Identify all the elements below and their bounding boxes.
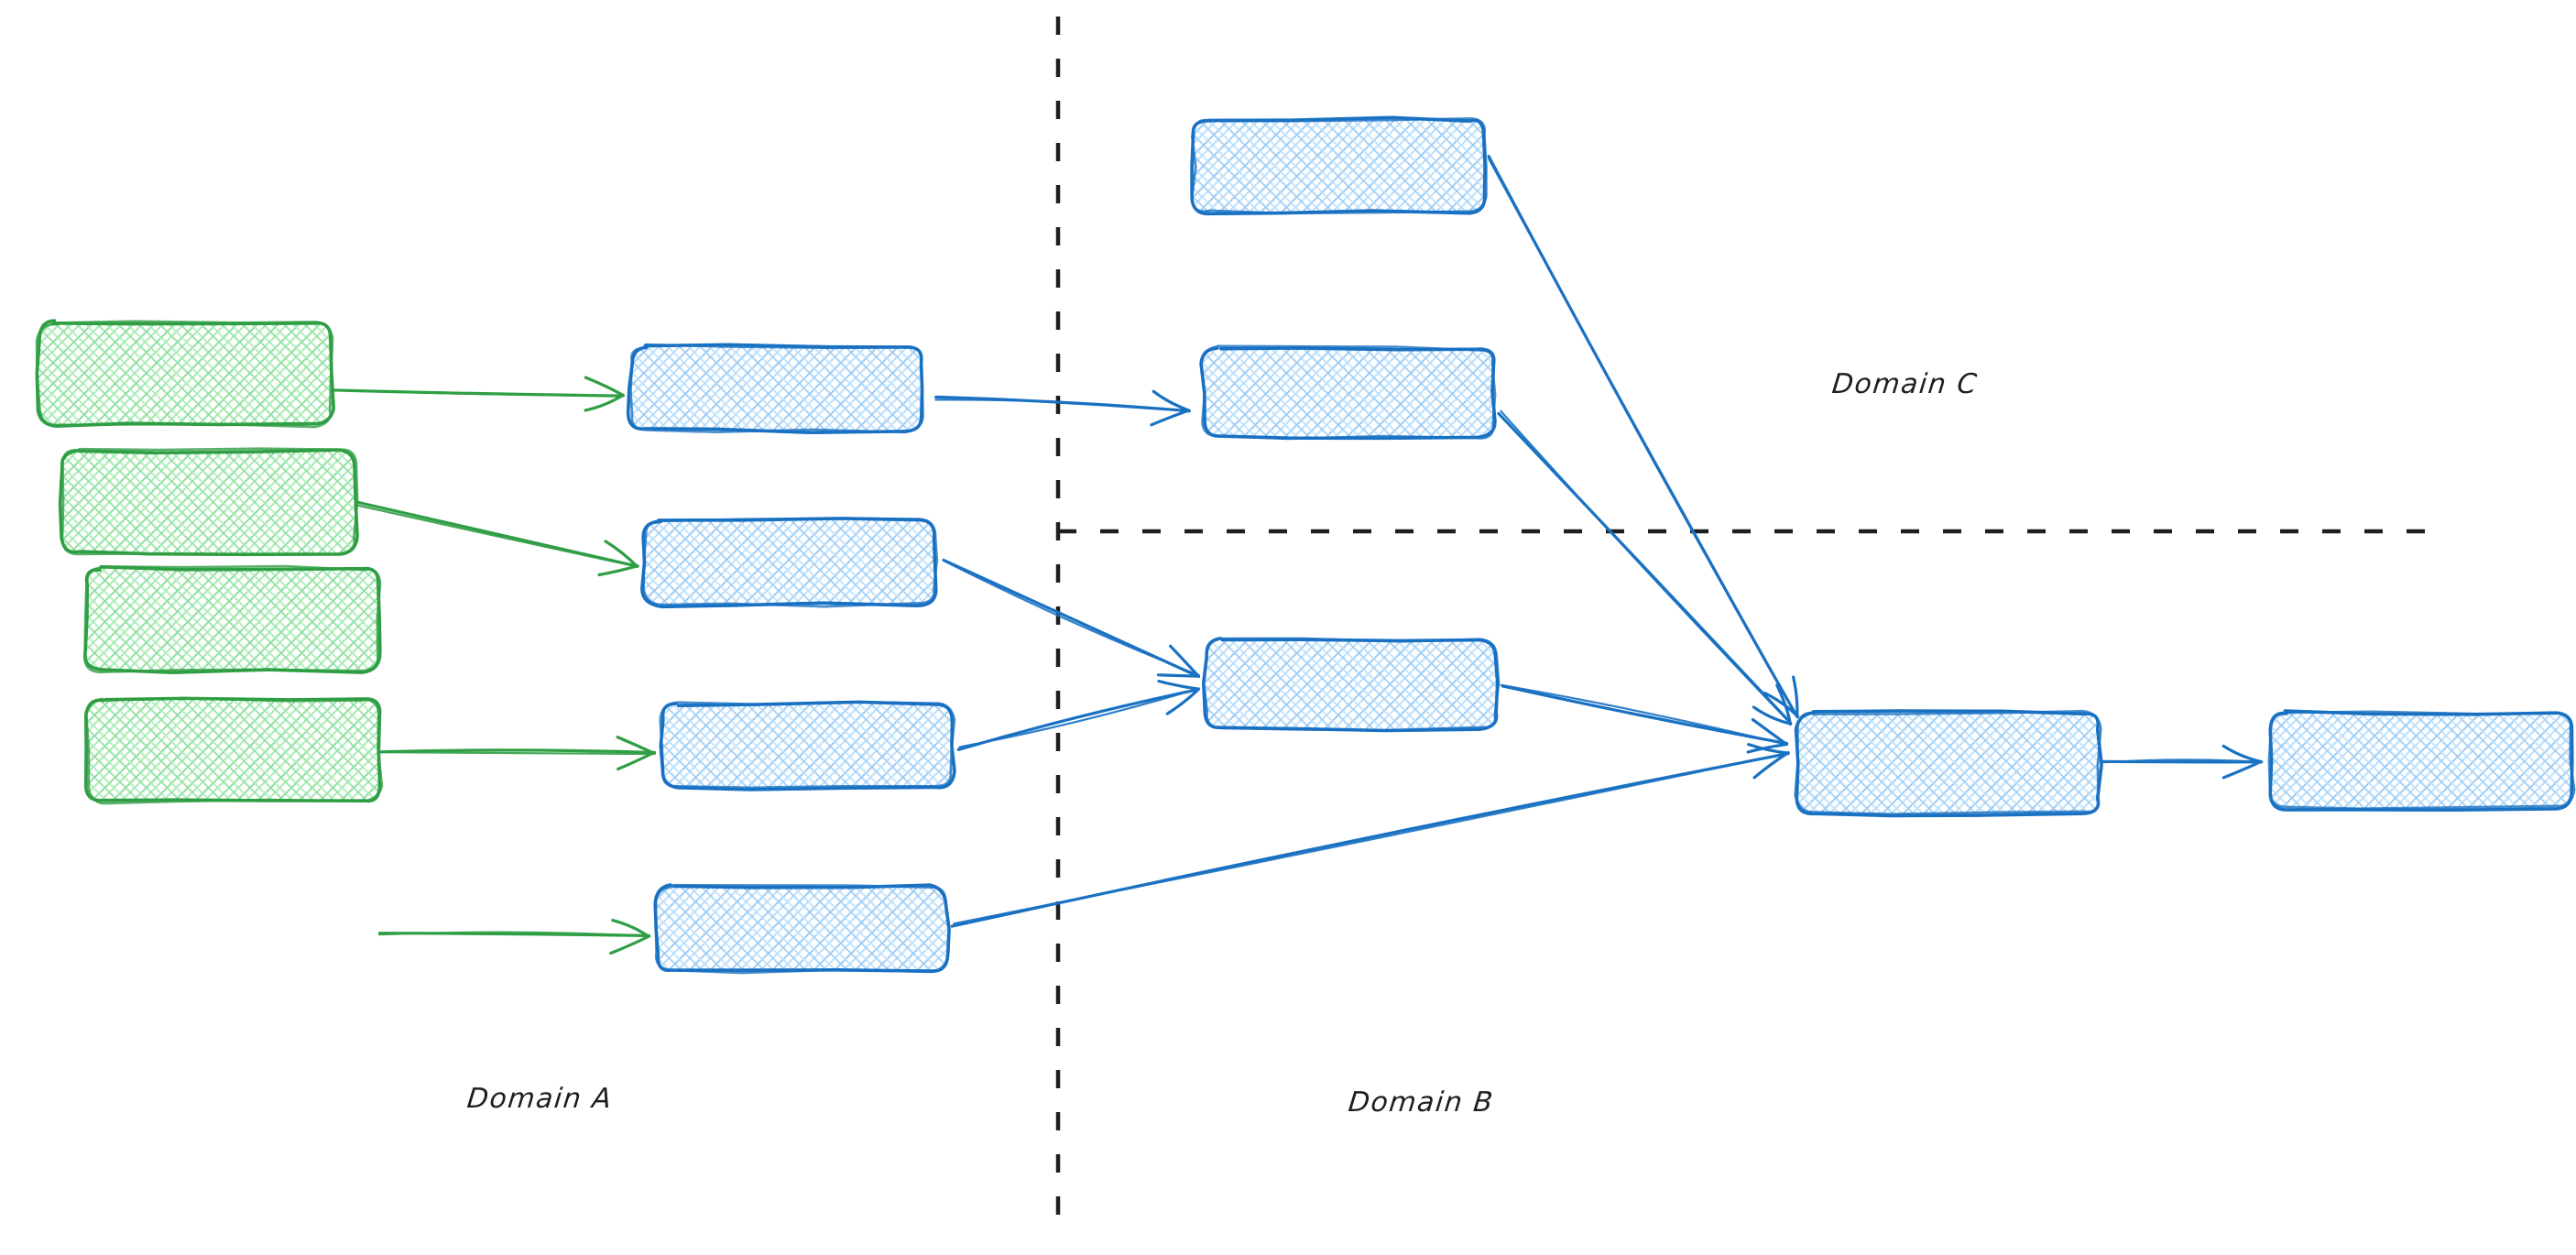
arrowhead <box>1156 673 1200 678</box>
node-hub[interactable] <box>1794 709 2103 818</box>
edge-a1-m1 <box>328 376 625 412</box>
edge-stroke <box>352 503 638 568</box>
node-b1[interactable] <box>1190 115 1488 216</box>
edge-b1-hub <box>1487 155 1800 719</box>
arrowhead <box>1152 389 1191 412</box>
node-hatch-b <box>1194 119 1485 213</box>
edge-a3-m3 <box>376 736 657 771</box>
node-hatch-b <box>85 568 378 671</box>
arrowhead <box>611 919 650 938</box>
arrowhead <box>616 736 657 755</box>
node-a2[interactable] <box>58 447 359 557</box>
edge-stroke <box>953 752 1789 925</box>
arrowhead <box>1747 743 1790 755</box>
node-hatch-b <box>2270 713 2572 808</box>
node-outline <box>1202 637 1501 732</box>
node-b3[interactable] <box>1201 637 1501 733</box>
node-hatch-b <box>656 887 947 971</box>
arrowhead <box>604 540 639 568</box>
domain-a-label: Domain A <box>465 1083 615 1115</box>
node-m3[interactable] <box>659 700 956 791</box>
arrowhead <box>1752 750 1790 780</box>
edge-m3-b3 <box>956 680 1201 751</box>
node-hatch-b <box>87 699 380 802</box>
node-hatch-b <box>661 704 953 788</box>
domain-b-label: Domain B <box>1347 1086 1496 1119</box>
edge-m2-b3 <box>942 558 1200 679</box>
node-outline <box>83 564 382 674</box>
arrowhead <box>609 934 651 955</box>
node-outline <box>629 343 924 434</box>
arrowhead <box>1169 644 1200 678</box>
node-hatch-b <box>38 322 332 425</box>
edge-hub-out <box>2101 744 2264 780</box>
node-outline <box>85 696 384 805</box>
edge-b2-hub <box>1497 409 1793 726</box>
arrowhead <box>2221 744 2263 764</box>
edge-stroke <box>377 751 654 756</box>
node-outline <box>1190 117 1488 215</box>
edge-stroke <box>1500 683 1787 746</box>
node-m2[interactable] <box>640 517 939 609</box>
arrowhead <box>1775 683 1792 726</box>
arrowhead <box>1150 409 1191 427</box>
node-outline <box>642 517 939 608</box>
node-hatch-b <box>1206 639 1497 729</box>
node-out[interactable] <box>2267 709 2576 813</box>
node-b2[interactable] <box>1199 344 1497 441</box>
node-a4[interactable] <box>83 696 384 805</box>
node-hatch-b <box>630 346 922 431</box>
edge-stroke <box>1500 409 1792 725</box>
node-outline <box>35 320 334 429</box>
arrowhead <box>584 376 625 398</box>
node-outline <box>2267 710 2576 810</box>
edge-stroke <box>330 388 625 398</box>
node-layer <box>35 115 2576 975</box>
node-outline <box>60 447 359 557</box>
node-hatch-b <box>1797 713 2100 813</box>
edge-stroke <box>1488 158 1799 719</box>
node-outline <box>1199 344 1497 441</box>
arrowhead <box>597 564 639 577</box>
node-outline <box>1794 709 2102 815</box>
edge-m1-b2 <box>934 389 1191 427</box>
arrowhead <box>1763 692 1800 718</box>
arrowhead <box>617 750 656 771</box>
node-outline <box>654 883 951 975</box>
arrowhead <box>1157 680 1199 691</box>
edge-a4-m4 <box>377 919 651 955</box>
arrowhead <box>2221 760 2263 780</box>
domain-c-label: Domain C <box>1830 368 1980 400</box>
edge-b3-hub <box>1500 683 1789 754</box>
divider-layer <box>1055 16 2448 1239</box>
node-hatch-b <box>1203 348 1494 438</box>
edge-m4-hub <box>950 743 1790 928</box>
node-a3[interactable] <box>83 564 382 674</box>
arrowhead <box>1752 705 1793 726</box>
arrowhead <box>1746 743 1788 754</box>
node-outline <box>659 700 956 790</box>
node-hatch-b <box>62 451 355 553</box>
arrowhead <box>1792 675 1799 718</box>
arrowhead <box>1751 718 1788 746</box>
node-hatch-b <box>644 520 935 605</box>
edge-stroke <box>944 561 1200 677</box>
node-m4[interactable] <box>653 883 951 975</box>
arrowhead <box>584 393 625 412</box>
edge-stroke <box>934 398 1191 413</box>
edge-stroke <box>2103 758 2264 764</box>
edge-stroke <box>378 931 650 937</box>
edge-stroke <box>958 687 1201 748</box>
edge-layer <box>328 155 2264 955</box>
arrowhead <box>1165 687 1200 715</box>
edge-stroke <box>376 748 657 755</box>
node-a1[interactable] <box>35 319 335 429</box>
node-m1[interactable] <box>626 343 924 434</box>
edge-a2-m2 <box>352 500 639 577</box>
